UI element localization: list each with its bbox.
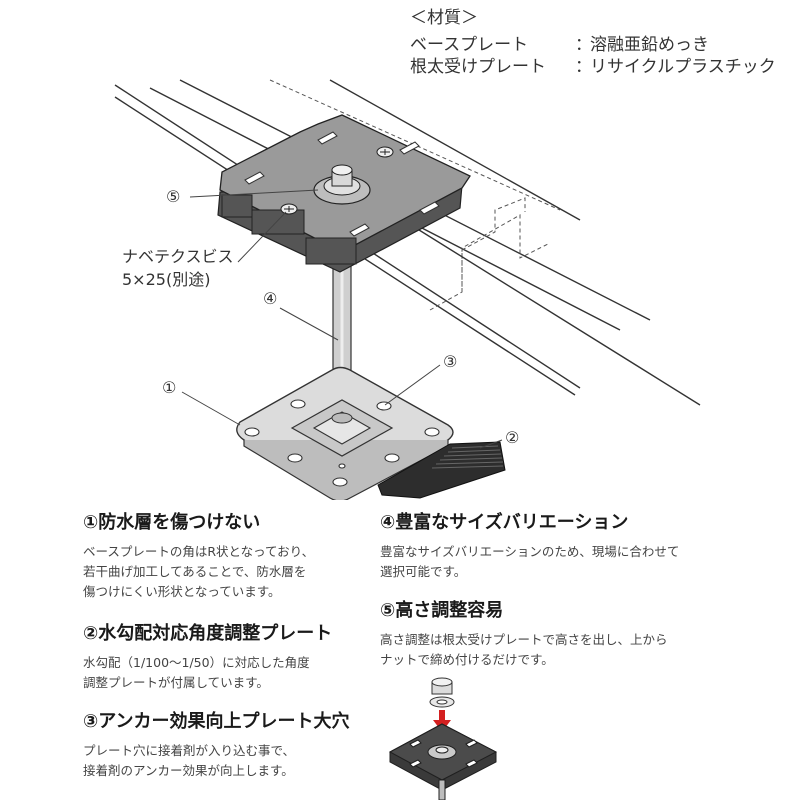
feature-desc-line: ベースプレートの角はR状となっており、 xyxy=(83,544,315,559)
material-sep-joist: ： xyxy=(575,57,592,77)
feature-2: ②水勾配対応角度調整プレート 水勾配（1/100〜1/50）に対応した角度 調整… xyxy=(83,619,332,693)
height-adjust-illustration xyxy=(388,677,498,800)
feature-5: ⑤高さ調整容易 高さ調整は根太受けプレートで高さを出し、上から ナットで締め付け… xyxy=(380,596,668,670)
feature-4: ④豊富なサイズバリエーション 豊富なサイズバリエーションのため、現場に合わせて … xyxy=(380,508,679,582)
feature-desc-line: 高さ調整は根太受けプレートで高さを出し、上から xyxy=(380,632,668,647)
callout-4: ④ xyxy=(263,289,278,308)
feature-desc-line: 豊富なサイズバリエーションのため、現場に合わせて xyxy=(380,544,680,559)
joist-receiver-plate xyxy=(217,114,471,273)
callout-3: ③ xyxy=(443,352,458,371)
product-diagram xyxy=(114,79,701,500)
screw-name-label: ナベテクスビス xyxy=(122,247,234,266)
feature-title: ②水勾配対応角度調整プレート xyxy=(83,623,333,644)
feature-title: ①防水層を傷つけない xyxy=(83,512,261,533)
feature-1: ①防水層を傷つけない ベースプレートの角はR状となっており、 若干曲げ加工してあ… xyxy=(83,508,314,602)
feature-desc-line: 傷つけにくい形状となっています。 xyxy=(83,584,281,599)
feature-title: ⑤高さ調整容易 xyxy=(380,600,504,621)
material-name-base: ベースプレート xyxy=(410,35,529,55)
material-header: ＜材質＞ xyxy=(410,8,478,28)
receiver-plate-icon xyxy=(388,723,498,800)
feature-desc-line: ナットで締め付けるだけです。 xyxy=(380,652,554,667)
feature-desc: 高さ調整は根太受けプレートで高さを出し、上から ナットで締め付けるだけです。 xyxy=(380,630,668,670)
feature-desc: プレート穴に接着剤が入り込む事で、 接着剤のアンカー効果が向上します。 xyxy=(83,741,350,781)
feature-desc-line: 水勾配（1/100〜1/50）に対応した角度 xyxy=(83,655,310,670)
feature-desc: 豊富なサイズバリエーションのため、現場に合わせて 選択可能です。 xyxy=(380,542,679,582)
nut-icon xyxy=(429,677,455,708)
screw-spec-label: 5×25(別途) xyxy=(122,270,211,289)
feature-desc-line: 接着剤のアンカー効果が向上します。 xyxy=(83,763,294,778)
callout-1: ① xyxy=(162,378,177,397)
feature-desc: ベースプレートの角はR状となっており、 若干曲げ加工してあることで、防水層を 傷… xyxy=(83,542,314,602)
material-value-joist: リサイクルプラスチック xyxy=(590,57,776,77)
feature-desc: 水勾配（1/100〜1/50）に対応した角度 調整プレートが付属しています。 xyxy=(83,653,332,693)
callout-5: ⑤ xyxy=(166,187,181,206)
feature-title: ③アンカー効果向上プレート大穴 xyxy=(83,711,350,732)
feature-desc-line: プレート穴に接着剤が入り込む事で、 xyxy=(83,743,296,758)
callout-2: ② xyxy=(505,428,520,447)
leader-lines xyxy=(181,189,503,449)
material-name-joist: 根太受けプレート xyxy=(410,57,546,77)
feature-desc-line: 若干曲げ加工してあることで、防水層を xyxy=(83,564,307,579)
feature-desc-line: 選択可能です。 xyxy=(380,564,467,579)
material-sep-base: ： xyxy=(575,35,592,55)
feature-desc-line: 調整プレートが付属しています。 xyxy=(83,675,269,690)
angle-shim-plate xyxy=(377,441,506,499)
material-value-base: 溶融亜鉛めっき xyxy=(590,35,709,55)
feature-title: ④豊富なサイズバリエーション xyxy=(380,512,629,533)
feature-3: ③アンカー効果向上プレート大穴 プレート穴に接着剤が入り込む事で、 接着剤のアン… xyxy=(83,707,350,781)
pan-head-screw-icon xyxy=(280,146,394,215)
base-plate xyxy=(236,366,454,500)
